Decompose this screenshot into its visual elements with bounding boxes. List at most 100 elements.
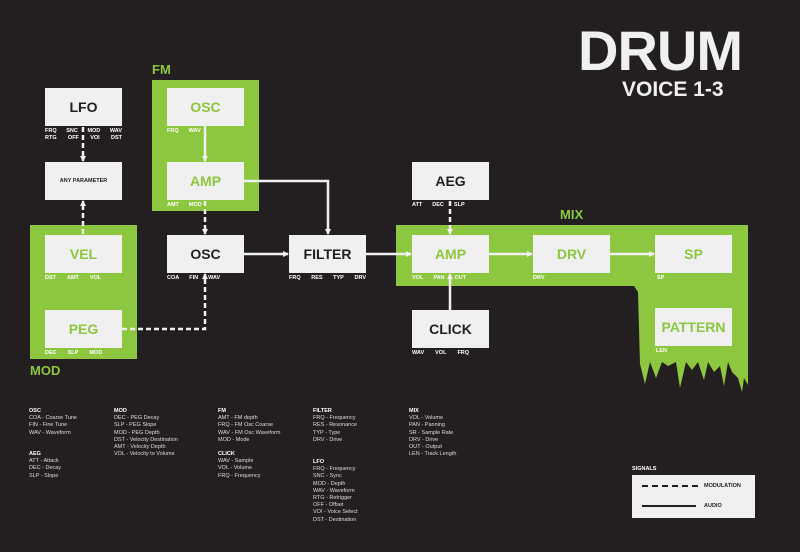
text-label: OUT	[454, 275, 467, 281]
fm-amp-box: AMP	[167, 162, 244, 200]
text-label: MOD - Depth	[313, 480, 346, 487]
click-box: CLICK	[412, 310, 489, 348]
text-label: FRQ - Frequency	[313, 466, 356, 473]
text-label: MOD	[114, 408, 127, 414]
text-label: SLP - PEG Slope	[114, 422, 157, 429]
text-label: LFO	[313, 459, 324, 465]
fm-osc-box: OSC	[167, 88, 244, 126]
pattern-label: PATTERN	[661, 319, 726, 335]
text-label: WAV	[109, 128, 122, 134]
signals-title: SIGNALS	[632, 466, 657, 472]
text-label: OUT - Output	[409, 444, 442, 451]
text-label: DRV	[533, 275, 545, 281]
text-label: VOL	[435, 350, 447, 356]
text-label: DST - Velocity Destination	[114, 436, 178, 443]
text-label: ATT	[412, 202, 423, 208]
peg-box: PEG	[45, 310, 122, 348]
text-label: FRQ - Frequency	[313, 415, 356, 422]
text-label: SP	[657, 275, 665, 281]
text-label: WAV - Sample	[218, 458, 254, 465]
peg-to-osc	[122, 273, 208, 331]
pattern-params: LEN	[656, 348, 736, 354]
modulation-label: MODULATION	[704, 483, 741, 489]
text-label: WAV	[412, 350, 425, 356]
text-label: SR - Sample Rate	[409, 429, 454, 436]
drv-label: DRV	[556, 246, 587, 262]
pattern-box: PATTERN	[655, 308, 732, 346]
text-label: DEC - PEG Decay	[114, 415, 160, 422]
audio-line-icon	[642, 505, 696, 507]
text-label: PAN - Panning	[409, 422, 445, 429]
text-label: DST	[111, 135, 122, 141]
text-label: VOL - Volume	[409, 415, 444, 422]
text-label: VOI - Voice Select	[313, 509, 358, 516]
text-label: FRQ	[45, 128, 57, 134]
text-label: AMT	[67, 275, 79, 281]
text-label: DST - Destination	[313, 516, 357, 523]
vel-label: VEL	[69, 246, 98, 262]
drv-box: DRV	[533, 235, 610, 273]
osc-label: OSC	[190, 246, 221, 262]
text-label: FRQ	[457, 350, 470, 356]
text-label: DEC - Decay	[29, 465, 62, 472]
text-label: TYP - Type	[313, 429, 341, 436]
text-label: RTG	[45, 135, 57, 141]
text-label: RES - Resonance	[313, 422, 358, 429]
mod-group-label: MOD	[30, 363, 61, 378]
subtitle: VOICE 1-3	[622, 78, 724, 101]
text-label: ATT - Attack	[29, 458, 59, 465]
text-label: VOL - Velocity to Volume	[114, 451, 175, 458]
lfo-box: LFO	[45, 88, 122, 126]
text-label: DEC	[45, 350, 57, 356]
text-label: TYP	[333, 275, 344, 281]
text-label: OFF - Offset	[313, 502, 344, 509]
filter-box: FILTER	[289, 235, 366, 273]
sp-box: SP	[655, 235, 732, 273]
mix-amp-box: AMP	[412, 235, 489, 273]
vel-box: VEL	[45, 235, 122, 273]
text-label: LEN - Track Length	[409, 451, 457, 458]
text-label: MOD	[87, 128, 101, 134]
fm-amp-to-filter	[244, 179, 331, 235]
text-label: VOL	[89, 275, 102, 281]
text-label: DEC	[432, 202, 444, 208]
text-label: AMT - Velocity Depth	[114, 444, 166, 451]
text-label: VOI	[90, 135, 100, 141]
fm-amp-label: AMP	[189, 173, 222, 189]
text-label: OFF	[67, 135, 79, 141]
text-label: COA	[167, 275, 180, 281]
text-label: SNC	[66, 128, 78, 134]
text-label: WAV - Waveform	[29, 429, 71, 436]
text-label: MOD - PEG Depth	[114, 429, 160, 436]
text-label: SLP	[67, 350, 79, 356]
text-label: MIX	[409, 408, 419, 414]
text-label: LEN	[656, 348, 667, 354]
text-label: VOL	[412, 275, 424, 281]
drv-params: DRV	[533, 275, 613, 281]
text-label: RES	[311, 275, 323, 281]
text-label: DRV	[354, 275, 366, 281]
click-params: WAV VOL FRQ	[412, 350, 492, 356]
text-label: DRV - Drive	[409, 436, 439, 443]
sp-params: SP	[657, 275, 737, 281]
modulation-line-icon	[642, 485, 698, 487]
text-label: FM	[218, 408, 226, 414]
text-label: FRQ - Frequency	[218, 472, 261, 479]
text-label: AEG	[29, 451, 41, 457]
text-label: PAN	[433, 275, 445, 281]
text-label: OSC	[29, 408, 41, 414]
text-label: MOD	[188, 202, 202, 208]
signals-key: MODULATION AUDIO	[632, 475, 755, 518]
mix-group-label: MIX	[560, 207, 584, 222]
any-parameter-box: ANY PARAMETER	[45, 162, 122, 200]
